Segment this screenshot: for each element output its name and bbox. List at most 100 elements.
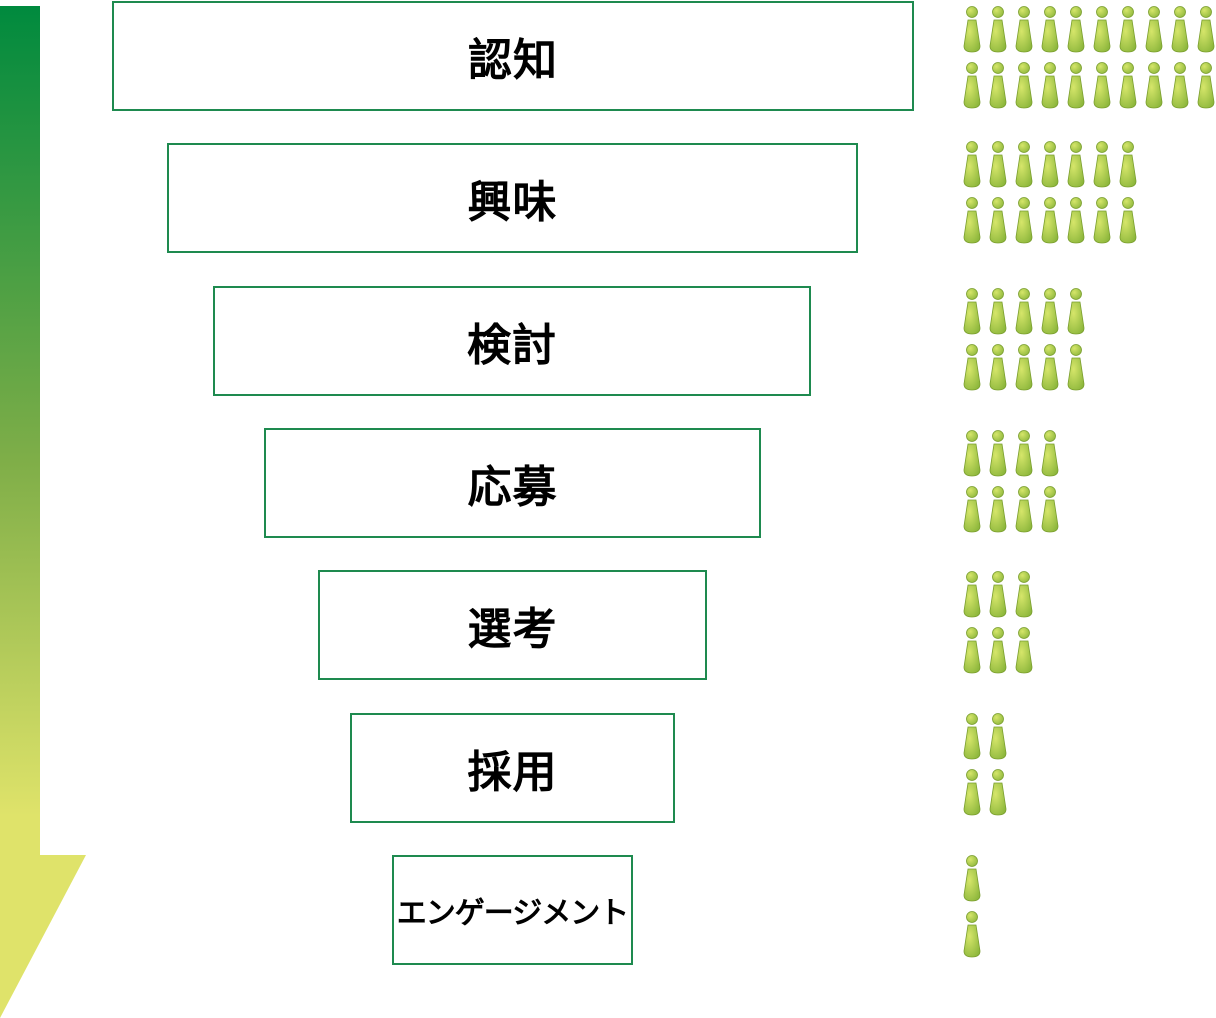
people-row xyxy=(960,2,1216,58)
person-icon xyxy=(986,623,1012,679)
person-icon xyxy=(960,482,986,538)
stage-label: 応募 xyxy=(467,462,558,513)
person-icon xyxy=(1142,58,1168,114)
person-icon xyxy=(960,907,986,963)
person-icon xyxy=(1064,284,1090,340)
person-icon xyxy=(960,58,986,114)
person-icon xyxy=(986,482,1012,538)
stage-label: 採用 xyxy=(467,747,558,798)
person-icon xyxy=(1116,2,1142,58)
person-icon xyxy=(1168,2,1194,58)
stage-consideration: 検討 xyxy=(213,286,811,396)
people-row xyxy=(960,284,1090,340)
person-icon xyxy=(1064,137,1090,193)
people-row xyxy=(960,623,1038,679)
person-icon xyxy=(960,623,986,679)
person-icon xyxy=(1012,426,1038,482)
stage-hiring: 採用 xyxy=(350,713,675,823)
person-icon xyxy=(1038,193,1064,249)
person-icon xyxy=(1090,58,1116,114)
person-icon xyxy=(1090,137,1116,193)
people-group-consideration xyxy=(960,284,1090,396)
person-icon xyxy=(1038,2,1064,58)
people-row xyxy=(960,765,1012,821)
person-icon xyxy=(1142,2,1168,58)
person-icon xyxy=(1168,58,1194,114)
stage-label: 検討 xyxy=(467,320,557,371)
person-icon xyxy=(986,193,1012,249)
people-row xyxy=(960,58,1216,114)
person-icon xyxy=(986,340,1012,396)
person-icon xyxy=(1038,482,1064,538)
person-icon xyxy=(1116,193,1142,249)
people-group-interest xyxy=(960,137,1142,249)
people-group-selection xyxy=(960,567,1038,679)
person-icon xyxy=(960,851,986,907)
person-icon xyxy=(1116,58,1142,114)
person-icon xyxy=(1194,58,1216,114)
person-icon xyxy=(986,567,1012,623)
person-icon xyxy=(960,426,986,482)
person-icon xyxy=(1012,623,1038,679)
people-row xyxy=(960,193,1142,249)
person-icon xyxy=(1012,2,1038,58)
stage-label: 認知 xyxy=(468,35,558,86)
stage-selection: 選考 xyxy=(318,570,707,680)
people-row xyxy=(960,851,986,907)
people-row xyxy=(960,907,986,963)
people-group-hiring xyxy=(960,709,1012,821)
people-group-application xyxy=(960,426,1064,538)
person-icon xyxy=(960,2,986,58)
person-icon xyxy=(960,709,986,765)
person-icon xyxy=(1064,340,1090,396)
person-icon xyxy=(1038,426,1064,482)
person-icon xyxy=(986,137,1012,193)
person-icon xyxy=(1064,193,1090,249)
person-icon xyxy=(986,284,1012,340)
person-icon xyxy=(1012,137,1038,193)
person-icon xyxy=(1038,340,1064,396)
person-icon xyxy=(1038,137,1064,193)
stage-engagement: エンゲージメント xyxy=(392,855,633,965)
person-icon xyxy=(1012,284,1038,340)
stage-application: 応募 xyxy=(264,428,761,538)
person-icon xyxy=(986,426,1012,482)
person-icon xyxy=(986,765,1012,821)
person-icon xyxy=(986,709,1012,765)
stage-awareness: 認知 xyxy=(112,1,914,111)
people-row xyxy=(960,426,1064,482)
person-icon xyxy=(960,567,986,623)
person-icon xyxy=(1012,58,1038,114)
person-icon xyxy=(1012,567,1038,623)
person-icon xyxy=(1012,340,1038,396)
person-icon xyxy=(1038,58,1064,114)
people-group-awareness xyxy=(960,2,1216,114)
person-icon xyxy=(1012,482,1038,538)
stage-label: エンゲージメント xyxy=(396,896,629,931)
people-row xyxy=(960,567,1038,623)
people-row xyxy=(960,709,1012,765)
people-group-engagement xyxy=(960,851,986,963)
person-icon xyxy=(986,58,1012,114)
people-row xyxy=(960,137,1142,193)
person-icon xyxy=(1064,58,1090,114)
people-row xyxy=(960,340,1090,396)
person-icon xyxy=(1116,137,1142,193)
stage-label: 選考 xyxy=(467,604,558,655)
person-icon xyxy=(960,193,986,249)
person-icon xyxy=(1090,2,1116,58)
person-icon xyxy=(1064,2,1090,58)
people-row xyxy=(960,482,1064,538)
person-icon xyxy=(960,340,986,396)
stage-label: 興味 xyxy=(467,177,558,228)
person-icon xyxy=(1090,193,1116,249)
person-icon xyxy=(1012,193,1038,249)
person-icon xyxy=(986,2,1012,58)
person-icon xyxy=(960,284,986,340)
person-icon xyxy=(1038,284,1064,340)
person-icon xyxy=(960,765,986,821)
person-icon xyxy=(960,137,986,193)
funnel-direction-arrow xyxy=(0,6,86,1018)
person-icon xyxy=(1194,2,1216,58)
stage-interest: 興味 xyxy=(167,143,858,253)
